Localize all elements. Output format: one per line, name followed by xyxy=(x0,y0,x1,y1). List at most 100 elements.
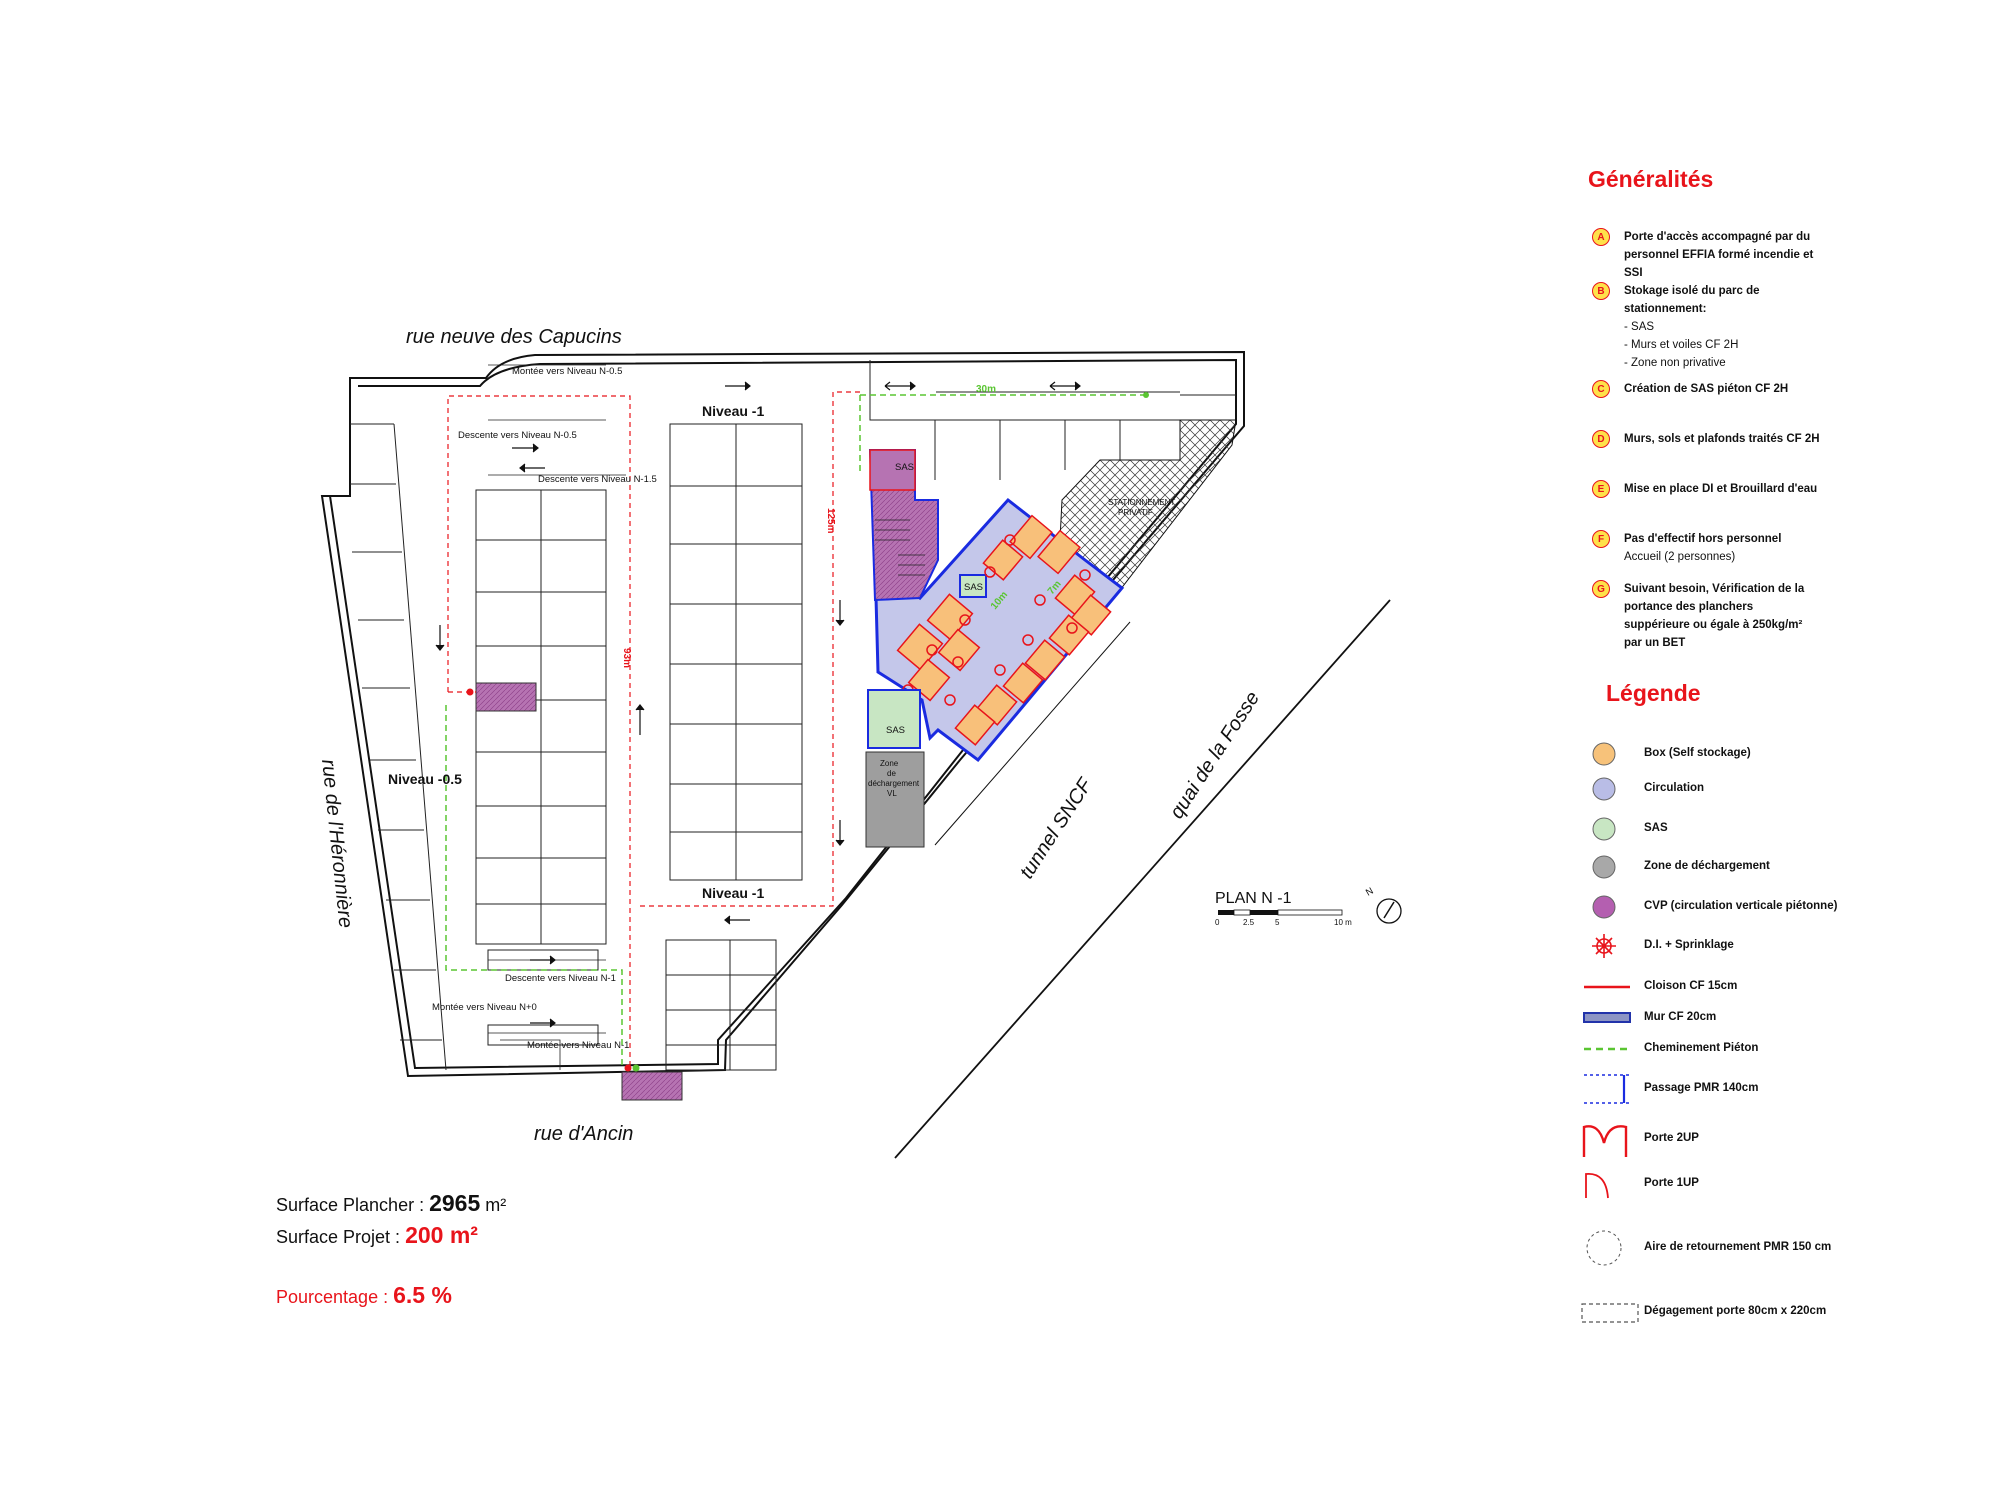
legend-label: Passage PMR 140cm xyxy=(1644,1082,1759,1094)
west-parking-stalls xyxy=(350,423,447,1071)
tunnel-line xyxy=(894,599,1391,1159)
legend-item: Mur CF 20cm xyxy=(1580,1004,1980,1034)
ramp-descente-n1: Descente vers Niveau N-1 xyxy=(505,973,616,984)
ramp-montee-n0: Montée vers Niveau N+0 xyxy=(432,1002,537,1013)
street-west: rue de l'Héronnière xyxy=(317,758,357,929)
unloading-label-3: déchargement xyxy=(868,779,920,788)
legend-item: Box (Self stockage) xyxy=(1580,740,1980,770)
scale-label-0: 0 xyxy=(1215,918,1220,927)
dashed-rect-icon xyxy=(1581,1303,1639,1323)
pedestrian-paths xyxy=(445,394,1146,1068)
legend-item: SAS xyxy=(1580,815,1980,845)
level-label-top: Niveau -1 xyxy=(702,403,764,419)
level-label-bottom: Niveau -1 xyxy=(702,885,764,901)
generalite-subline: Accueil (2 personnes) xyxy=(1624,551,1736,563)
floor-plan: STATIONNEMENT PRIVATIF SAS xyxy=(317,326,1402,1159)
sas-label-1: SAS xyxy=(895,462,914,473)
generalite-subline: - SAS xyxy=(1624,321,1655,333)
legend-label: Cheminement Piéton xyxy=(1644,1042,1759,1054)
legend-label: Porte 2UP xyxy=(1644,1132,1699,1144)
generalite-badge-icon: B xyxy=(1592,282,1610,300)
surface-projet-label: Surface Projet : xyxy=(276,1227,406,1247)
circle-icon xyxy=(1592,777,1616,801)
legend-item: Zone de déchargement xyxy=(1580,853,1980,883)
legend-label: Zone de déchargement xyxy=(1644,860,1770,872)
circle-icon xyxy=(1592,855,1616,879)
generalite-line: Pas d'effectif hors personnel xyxy=(1624,533,1782,545)
generalite-text: Création de SAS piéton CF 2H xyxy=(1624,380,1854,398)
ramp-montee-n05: Montée vers Niveau N-0.5 xyxy=(512,366,622,377)
scale-label-1: 2.5 xyxy=(1243,918,1255,927)
traffic-arrows xyxy=(435,381,1081,1028)
generalite-badge-icon: E xyxy=(1592,480,1610,498)
surface-projet-value: 200 m² xyxy=(405,1222,478,1248)
surface-plancher-value: 2965 xyxy=(429,1190,481,1216)
street-tunnel: tunnel SNCF xyxy=(1016,773,1098,882)
central-parking-block xyxy=(475,489,607,945)
door-2-icon xyxy=(1582,1125,1628,1157)
legend-item: D.I. + Sprinklage xyxy=(1580,932,1980,962)
legend-item: Porte 1UP xyxy=(1580,1170,1980,1200)
legend-label: Circulation xyxy=(1644,782,1705,794)
generalite-badge-icon: G xyxy=(1592,580,1610,598)
north-arrow-icon xyxy=(1376,898,1402,924)
legende-title: Légende xyxy=(1606,680,1701,706)
pourcentage-value: 6.5 % xyxy=(393,1282,452,1308)
green-dash-icon xyxy=(1584,1047,1630,1051)
legend-item: Cheminement Piéton xyxy=(1580,1035,1980,1065)
legend-item: Porte 2UP xyxy=(1580,1125,1980,1157)
legend-item: Passage PMR 140cm xyxy=(1580,1074,1980,1105)
unloading-label-1: Zone xyxy=(880,759,899,768)
legend-item: Dégagement porte 80cm x 220cm xyxy=(1580,1298,1980,1328)
generalite-text: Mise en place DI et Brouillard d'eau xyxy=(1624,480,1854,498)
sprinkler-icon xyxy=(1592,934,1616,958)
generalite-subline: - Murs et voiles CF 2H xyxy=(1624,339,1739,351)
stair-core: SAS SAS Zone de déchargement VL xyxy=(865,449,939,848)
scale-label-2: 5 xyxy=(1275,918,1280,927)
path-markers xyxy=(466,392,1149,1072)
generalite-line: Porte d'accès accompagné par du xyxy=(1624,231,1811,243)
generalite-badge-icon: D xyxy=(1592,430,1610,448)
surface-plancher-unit: m² xyxy=(480,1195,507,1215)
generalite-text: Murs, sols et plafonds traités CF 2H xyxy=(1624,430,1854,448)
generalite-badge-icon: A xyxy=(1592,228,1610,246)
northeast-parking xyxy=(869,360,1236,480)
legend-label: Porte 1UP xyxy=(1644,1177,1699,1189)
legend-item: Aire de retournement PMR 150 cm xyxy=(1580,1230,1980,1266)
generalite-line: suppérieure ou égale à 250kg/m² xyxy=(1624,619,1803,631)
legend-item: Cloison CF 15cm xyxy=(1580,973,1980,1003)
generalite-line: portance des planchers xyxy=(1624,601,1754,613)
generalite-line: Création de SAS piéton CF 2H xyxy=(1624,383,1789,395)
hatched-label-1: STATIONNEMENT xyxy=(1108,498,1175,507)
evacuation-routes xyxy=(447,391,860,1068)
quai-edge xyxy=(934,621,1131,846)
distance-30m: 30m xyxy=(976,384,996,395)
pourcentage: Pourcentage : 6.5 % xyxy=(276,1282,452,1309)
surface-plancher-label: Surface Plancher : xyxy=(276,1195,430,1215)
circle-icon xyxy=(1592,817,1616,841)
generalite-line: Murs, sols et plafonds traités CF 2H xyxy=(1624,433,1820,445)
generalite-line: Stokage isolé du parc de xyxy=(1624,285,1760,297)
scale-bar xyxy=(1218,909,1343,916)
ramp-descente-n05: Descente vers Niveau N-0.5 xyxy=(458,430,577,441)
north-label: N xyxy=(1364,886,1376,899)
legend-item: CVP (circulation verticale piétonne) xyxy=(1580,893,1980,923)
sas-label-2: SAS xyxy=(886,725,905,736)
generalite-badge-icon: F xyxy=(1592,530,1610,548)
blue-passage-icon xyxy=(1584,1074,1630,1104)
surface-plancher: Surface Plancher : 2965 m² xyxy=(276,1190,506,1217)
west-stair-core xyxy=(475,682,537,712)
distance-125m: 125m xyxy=(825,508,836,534)
ramp-descente-n15: Descente vers Niveau N-1.5 xyxy=(538,474,657,485)
unloading-label-2: de xyxy=(887,769,896,778)
generalite-subline: - Zone non privative xyxy=(1624,357,1726,369)
generalite-line: Suivant besoin, Vérification de la xyxy=(1624,583,1805,595)
ramp-montee-n1: Montée vers Niveau N-1 xyxy=(527,1040,629,1051)
surface-projet: Surface Projet : 200 m² xyxy=(276,1222,478,1249)
generalite-line: SSI xyxy=(1624,267,1643,279)
circle-icon xyxy=(1592,895,1616,919)
unloading-label-4: VL xyxy=(887,789,897,798)
